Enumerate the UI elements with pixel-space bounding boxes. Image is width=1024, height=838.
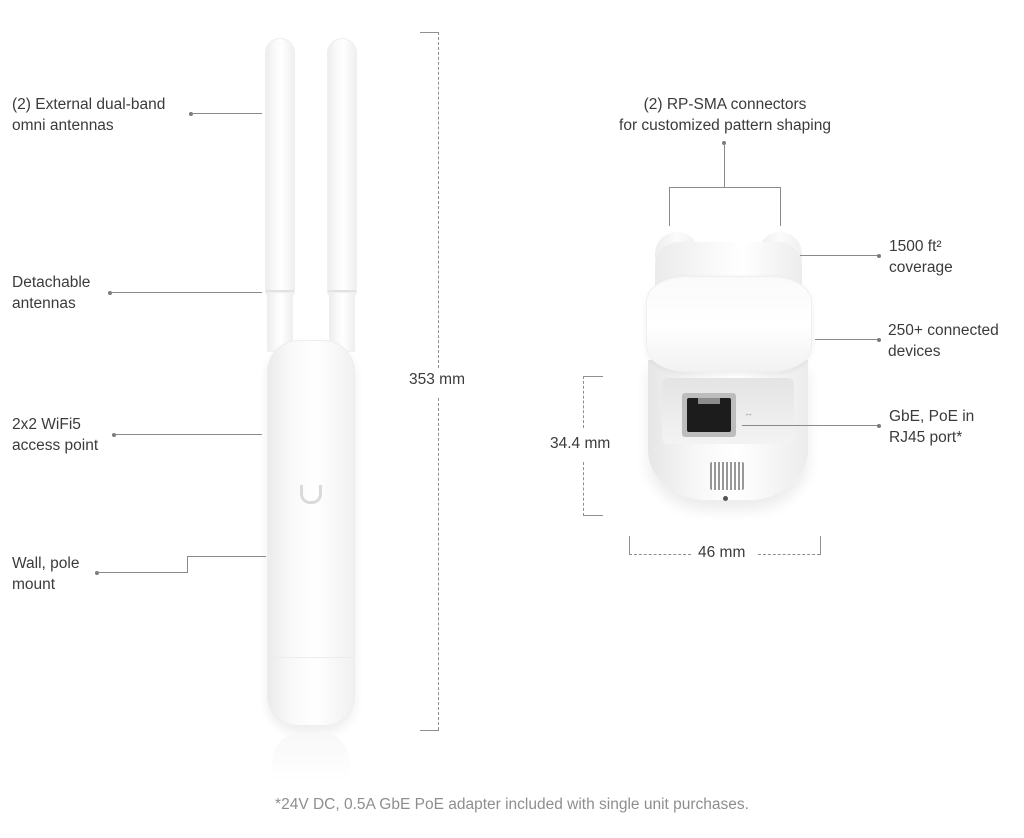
dimension-cap-left bbox=[629, 536, 631, 555]
callout-wifi5: 2x2 WiFi5 access point bbox=[12, 414, 98, 456]
antenna-joint bbox=[328, 290, 356, 292]
callout-text: omni antennas bbox=[12, 117, 114, 134]
leader-line bbox=[742, 425, 878, 427]
leader-line bbox=[191, 113, 262, 115]
left-antenna bbox=[265, 38, 295, 296]
callout-text: 2x2 WiFi5 bbox=[12, 416, 81, 433]
callout-text: Detachable bbox=[12, 274, 91, 291]
height-dimension-label: 34.4 mm bbox=[550, 435, 611, 453]
qr-label bbox=[710, 462, 744, 490]
callout-text: Wall, pole bbox=[12, 555, 80, 572]
leader-dot bbox=[877, 254, 881, 258]
port-arrow-icon: ↔ bbox=[744, 408, 753, 418]
leader-line bbox=[97, 572, 188, 574]
callout-text: RJ45 port* bbox=[889, 429, 963, 446]
width-dimension-label: 46 mm bbox=[698, 544, 746, 562]
leader-line bbox=[724, 143, 726, 187]
leader-line bbox=[114, 434, 262, 436]
right-antenna bbox=[327, 38, 357, 296]
height-dimension-label: 353 mm bbox=[409, 371, 465, 389]
leader-bracket bbox=[669, 187, 781, 189]
callout-detachable: Detachable antennas bbox=[12, 272, 90, 314]
dimension-cap-bottom bbox=[583, 515, 603, 517]
ethernet-port-icon bbox=[682, 393, 736, 437]
callout-text: 250+ connected bbox=[888, 322, 999, 339]
ubiquiti-logo-icon bbox=[300, 485, 322, 504]
leader-line bbox=[815, 339, 877, 341]
status-led bbox=[723, 496, 728, 501]
dimension-line bbox=[583, 462, 584, 516]
leader-dot bbox=[877, 338, 881, 342]
dimension-cap-bottom bbox=[420, 730, 439, 732]
leader-line bbox=[800, 255, 878, 257]
callout-mount: Wall, pole mount bbox=[12, 553, 79, 595]
leader-line bbox=[110, 292, 262, 294]
leader-bracket bbox=[780, 187, 782, 226]
leader-line bbox=[187, 556, 266, 558]
callout-text: access point bbox=[12, 437, 99, 454]
dimension-cap-top bbox=[583, 376, 603, 378]
access-point-body bbox=[267, 340, 355, 726]
callout-text: GbE, PoE in bbox=[889, 408, 975, 425]
dimension-line bbox=[758, 554, 820, 555]
callout-text: (2) External dual-band bbox=[12, 96, 166, 113]
callout-antennas: (2) External dual-band omni antennas bbox=[12, 94, 165, 136]
callout-text: devices bbox=[888, 343, 941, 360]
dimension-cap-top bbox=[420, 32, 439, 34]
callout-devices: 250+ connected devices bbox=[888, 320, 999, 362]
footnote: *24V DC, 0.5A GbE PoE adapter included w… bbox=[275, 796, 749, 813]
callout-coverage: 1500 ft² coverage bbox=[889, 236, 953, 278]
dimension-line bbox=[438, 398, 439, 730]
callout-text: antennas bbox=[12, 295, 76, 312]
antenna-joint bbox=[266, 290, 294, 292]
floor-reflection bbox=[272, 732, 350, 782]
callout-text: 1500 ft² bbox=[889, 238, 942, 255]
leader-line bbox=[187, 556, 189, 573]
callout-text: (2) RP-SMA connectors bbox=[643, 96, 807, 113]
callout-text: coverage bbox=[889, 259, 953, 276]
mount-seam bbox=[268, 657, 354, 659]
callout-text: mount bbox=[12, 576, 56, 593]
mount-clip bbox=[646, 276, 812, 372]
callout-rp-sma: (2) RP-SMA connectors for customized pat… bbox=[590, 94, 860, 136]
dimension-line bbox=[438, 32, 439, 368]
callout-rj45: GbE, PoE in RJ45 port* bbox=[889, 406, 974, 448]
dimension-line bbox=[629, 554, 691, 555]
dimension-cap-right bbox=[820, 536, 822, 555]
leader-bracket bbox=[669, 187, 671, 226]
callout-text: for customized pattern shaping bbox=[619, 117, 831, 134]
dimension-line bbox=[583, 376, 584, 428]
leader-dot bbox=[877, 424, 881, 428]
